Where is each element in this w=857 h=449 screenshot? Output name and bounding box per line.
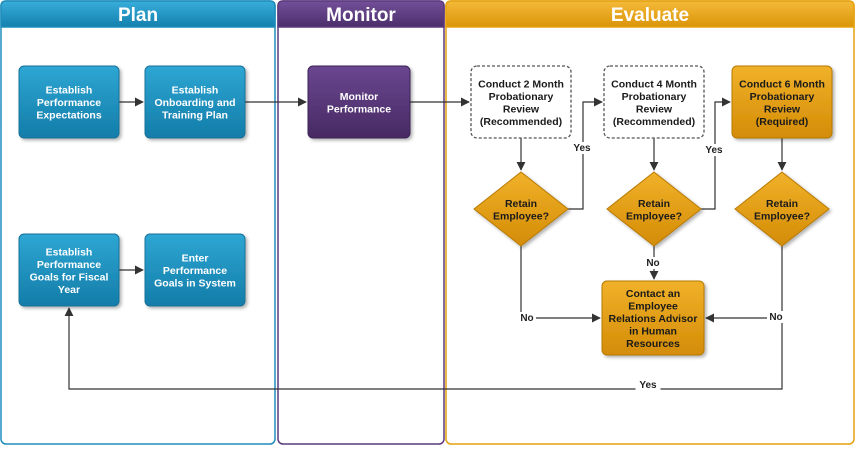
- node-label-line: Year: [58, 284, 80, 296]
- node-label-line: Goals for Fiscal: [30, 271, 109, 283]
- edge-label-bg: [635, 379, 661, 391]
- node-label-line: Performance: [37, 97, 101, 109]
- node-label-line: Probationary: [622, 91, 687, 103]
- process-step-box: [144, 233, 246, 307]
- node-label-line: Expectations: [36, 110, 102, 122]
- node-label-line: Monitor: [340, 91, 379, 103]
- edge-label-yes: Yes: [705, 145, 723, 156]
- node-label-line: Review: [503, 103, 540, 115]
- node-label-line: Employee: [628, 301, 678, 313]
- node-label-line: Retain: [505, 198, 537, 210]
- edge-label-no: No: [646, 258, 659, 269]
- process-step-box: [18, 65, 120, 139]
- node-label-line: Review: [636, 103, 673, 115]
- node-label-line: Performance: [163, 265, 227, 277]
- node-label-line: Conduct 4 Month: [611, 78, 697, 90]
- node-label-line: Goals in System: [154, 278, 236, 290]
- node-label-line: Enter: [182, 253, 209, 265]
- edge-retain-3-to-fiscal-goals: [64, 307, 783, 390]
- node-label-line: Resources: [626, 338, 680, 350]
- edge-label-bg: [767, 311, 785, 323]
- lane-evaluate-header: [445, 0, 855, 28]
- node-label-line: Establish: [46, 85, 93, 97]
- lane-plan-header: [0, 0, 276, 28]
- node-label-line: (Required): [756, 116, 809, 128]
- process-step-box: [601, 280, 705, 356]
- process-step-box: [18, 233, 120, 307]
- optional-step-box: [470, 65, 572, 139]
- node-label-line: Conduct 6 Month: [739, 78, 825, 90]
- node-label-line: Relations Advisor: [609, 313, 698, 325]
- edge-label-no: No: [520, 313, 533, 324]
- process-step-box: [731, 65, 833, 139]
- edge-label-bg: [518, 312, 536, 324]
- lane-monitor-header: [277, 0, 445, 28]
- process-step-box: [144, 65, 246, 139]
- node-label-line: Onboarding and: [154, 97, 235, 109]
- edge-label-bg: [701, 144, 727, 156]
- process-step-box: [307, 65, 411, 139]
- node-label-line: Probationary: [750, 91, 815, 103]
- edge-retain-1-to-review-4-month: [568, 97, 603, 210]
- optional-step-box: [603, 65, 705, 139]
- edge-label-yes: Yes: [639, 380, 657, 391]
- node-label-line: Employee?: [493, 210, 549, 222]
- lane-evaluate-title: Evaluate: [611, 5, 689, 26]
- node-label-line: Establish: [172, 85, 219, 97]
- node-label-line: Retain: [766, 198, 798, 210]
- node-label-line: Conduct 2 Month: [478, 78, 564, 90]
- edge-label-yes: Yes: [573, 143, 591, 154]
- node-label-line: Establish: [46, 246, 93, 258]
- decision-diamond: [473, 171, 569, 247]
- lane-plan-title: Plan: [118, 5, 158, 26]
- node-label-line: Performance: [37, 259, 101, 271]
- node-label-line: Review: [764, 103, 801, 115]
- node-label-line: (Recommended): [480, 116, 562, 128]
- node-label-line: Employee?: [626, 210, 682, 222]
- edge-label-no: No: [769, 312, 782, 323]
- node-label-line: Contact an: [626, 288, 680, 300]
- node-label-line: Performance: [327, 103, 391, 115]
- node-label-line: (Recommended): [613, 116, 695, 128]
- lane-monitor-title: Monitor: [326, 5, 396, 26]
- decision-diamond: [606, 171, 702, 247]
- node-label-line: in Human: [629, 326, 677, 338]
- node-label-line: Probationary: [489, 91, 554, 103]
- decision-diamond: [734, 171, 830, 247]
- node-label-line: Retain: [638, 198, 670, 210]
- edge-label-bg: [569, 142, 595, 154]
- node-label-line: Training Plan: [162, 110, 228, 122]
- edge-label-bg: [644, 257, 662, 269]
- node-label-line: Employee?: [754, 210, 810, 222]
